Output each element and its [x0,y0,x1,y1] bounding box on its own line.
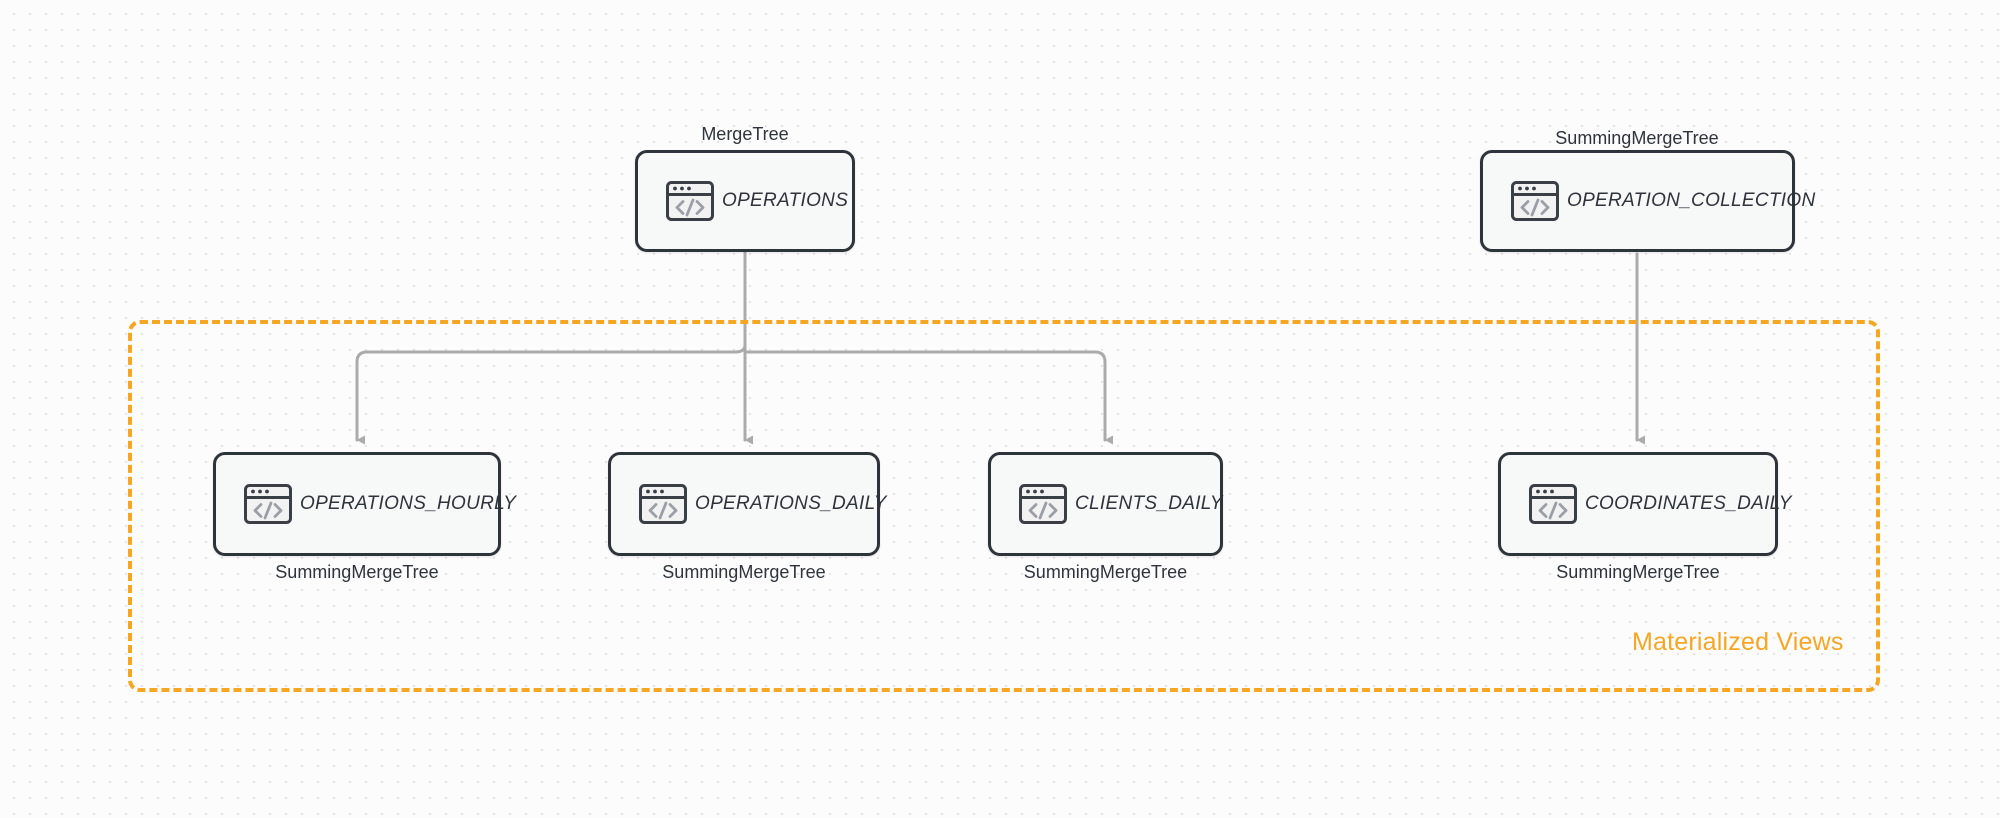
node-operations-hourly[interactable]: OPERATIONS_HOURLY [213,452,516,556]
code-window-icon [1019,484,1067,524]
engine-caption-clients-daily: SummingMergeTree [1023,562,1188,582]
node-operation-collection[interactable]: OPERATION_COLLECTION [1480,150,1815,252]
node-label-operation-collection: OPERATION_COLLECTION [1567,190,1816,211]
node-label-operations-daily: OPERATIONS_DAILY [695,493,887,514]
engine-caption-coordinates-daily: SummingMergeTree [1556,562,1720,582]
engine-caption-operations: MergeTree [701,124,789,144]
node-label-operations-hourly: OPERATIONS_HOURLY [300,493,517,514]
node-coordinates-daily[interactable]: COORDINATES_DAILY [1498,452,1791,556]
node-operations-daily[interactable]: OPERATIONS_DAILY [608,452,886,556]
materialized-views-group [128,320,1880,692]
code-window-icon [1511,181,1559,221]
engine-caption-operations-hourly: SummingMergeTree [275,562,439,582]
node-label-operations: OPERATIONS [722,190,849,211]
code-window-icon [1529,484,1577,524]
node-operations[interactable]: OPERATIONS [635,150,855,252]
node-clients-daily[interactable]: CLIENTS_DAILY [988,452,1223,556]
materialized-views-group-label: Materialized Views [1632,628,1844,656]
node-label-clients-daily: CLIENTS_DAILY [1075,493,1223,514]
code-window-icon [639,484,687,524]
code-window-icon [666,181,714,221]
code-window-icon [244,484,292,524]
engine-caption-operations-daily: SummingMergeTree [662,562,826,582]
engine-caption-operation-collection: SummingMergeTree [1555,128,1719,148]
node-label-coordinates-daily: COORDINATES_DAILY [1585,493,1792,514]
